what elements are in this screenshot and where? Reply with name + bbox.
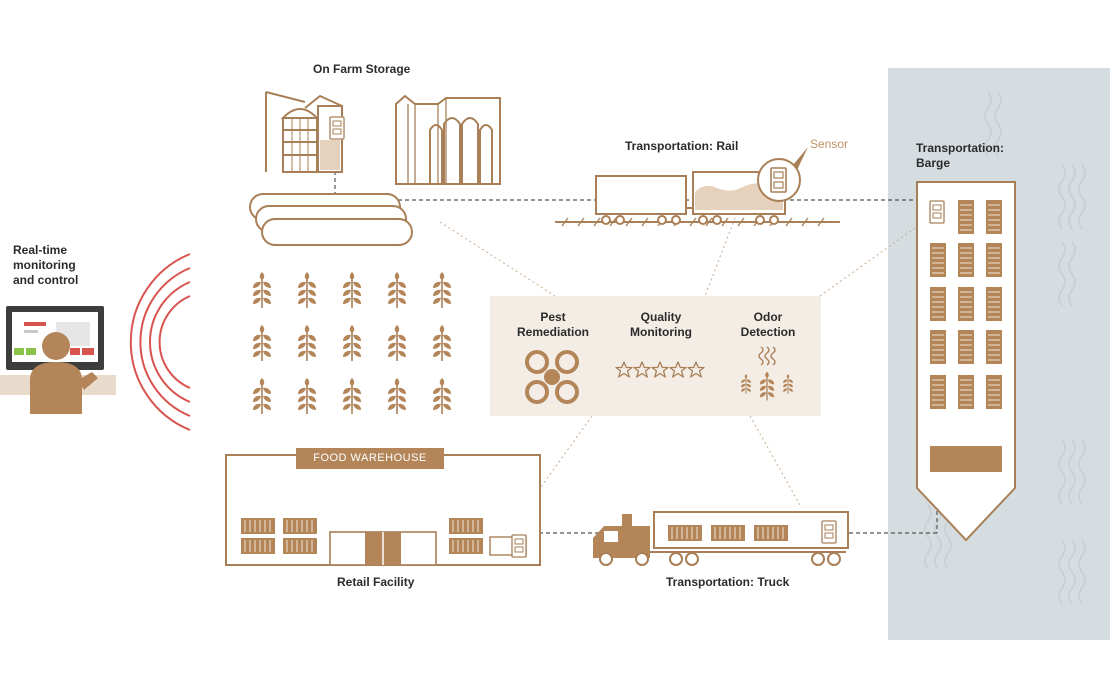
sensor-label: Sensor: [810, 137, 849, 151]
barge-sensor-icon: [929, 200, 945, 224]
truck-sensor-icon: [821, 520, 837, 544]
warehouse-icon: [225, 454, 541, 566]
farm-storage-label: On Farm Storage: [313, 62, 411, 76]
odor-icon: [740, 346, 794, 402]
barge-icon: [916, 181, 1016, 542]
warehouse-sign: FOOD WAREHOUSE: [296, 448, 444, 469]
rail-label: Transportation: Rail: [625, 139, 739, 153]
pest-icon: [525, 350, 579, 404]
monitoring-label: Real-time monitoring and control: [13, 243, 79, 287]
pest-label: Pest Remediation: [516, 310, 589, 339]
connector-lines: [439, 217, 916, 531]
person-icon: [30, 332, 98, 414]
quality-label: Quality Monitoring: [630, 310, 692, 339]
retail-label: Retail Facility: [337, 575, 415, 589]
barge-label: Transportation: Barge: [916, 141, 1005, 170]
grain-elevator-icon: [395, 94, 501, 185]
odor-label: Odor Detection: [740, 310, 796, 339]
grain-bag-icon: [249, 193, 413, 246]
truck-icon: [593, 511, 849, 566]
truck-label: Transportation: Truck: [666, 575, 790, 589]
wheat-field: [252, 271, 452, 415]
sensor-icon: [757, 147, 808, 202]
signal-waves-icon: [129, 253, 191, 431]
silo-sensor-icon: [329, 116, 345, 140]
warehouse-sensor-icon: [511, 534, 527, 558]
